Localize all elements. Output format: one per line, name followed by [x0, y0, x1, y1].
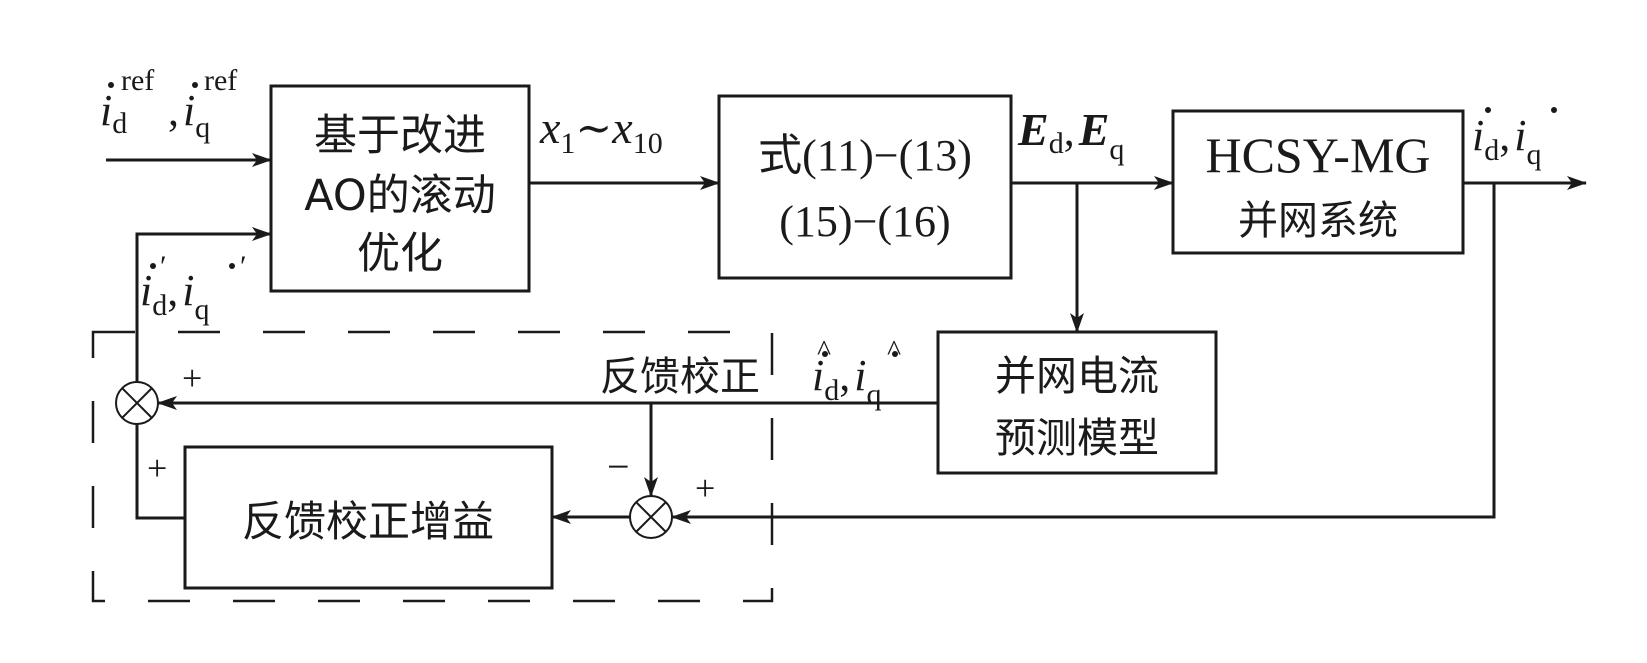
svg-text:id,iq: id,iq: [140, 266, 209, 326]
optimizer-line-2: AO的滚动: [304, 171, 496, 221]
optimizer-line-1: 基于改进: [314, 111, 486, 161]
feedback-correction-region: [91, 330, 774, 603]
predictor-line-1: 并网电流: [995, 352, 1159, 400]
equations-block: [717, 94, 1013, 280]
equations-line-1: 式(11)−(13): [758, 131, 972, 180]
summer-2-right-sign: +: [695, 468, 715, 508]
summer-2: [629, 495, 673, 539]
svg-text:′: ′: [160, 250, 167, 283]
summer-1-top-sign: +: [182, 358, 202, 398]
svg-text:id: id: [100, 86, 127, 140]
svg-text:Ed,Eq: Ed,Eq: [1017, 104, 1124, 166]
optimizer-label: 基于改进 AO的滚动 优化: [304, 111, 496, 279]
feedback-region-label: 反馈校正: [600, 354, 760, 400]
predictor-line-2: 预测模型: [995, 414, 1159, 462]
svg-text:′: ′: [240, 250, 247, 283]
svg-text:id,iq: id,iq: [812, 351, 881, 411]
gain-to-summer-line: [135, 424, 185, 520]
equations-line-2: (15)−(16): [779, 197, 950, 246]
voltages-label: Ed,Eq: [1017, 104, 1124, 166]
output-current-label: id,iq: [1472, 107, 1557, 171]
plant-label: HCSY-MG 并网系统: [1205, 127, 1430, 244]
measured-feedback-arrow: [671, 183, 1496, 524]
plant-line-1: HCSY-MG: [1205, 127, 1430, 183]
plant-line-2: 并网系统: [1238, 198, 1398, 244]
svg-text:iq: iq: [183, 86, 210, 144]
svg-text:x1∼x10: x1∼x10: [539, 102, 663, 160]
svg-text:id,iq: id,iq: [1472, 111, 1541, 171]
svg-text:^: ^: [817, 334, 831, 367]
optimizer-block: [269, 84, 531, 293]
predictor-label: 并网电流 预测模型: [995, 352, 1159, 462]
ref-input-label: id ref , iq ref: [100, 64, 237, 144]
summer-1-bottom-sign: +: [147, 448, 167, 488]
corrected-feedback-arrow: [135, 227, 272, 382]
gain-label: 反馈校正增益: [242, 497, 494, 546]
svg-text:ref: ref: [204, 64, 237, 97]
predicted-current-label: id,iq ^ ^: [812, 334, 901, 411]
corrected-current-label: id,iq ′ ′: [140, 250, 247, 326]
optimizer-line-3: 优化: [357, 229, 443, 279]
svg-text:^: ^: [887, 334, 901, 367]
summer-1: [115, 381, 159, 425]
equations-label: 式(11)−(13) (15)−(16): [758, 131, 972, 246]
svg-text:ref: ref: [121, 64, 154, 97]
svg-text:,: ,: [168, 86, 179, 135]
summer-2-top-sign: −: [607, 444, 630, 489]
control-vars-label: x1∼x10: [539, 102, 663, 160]
